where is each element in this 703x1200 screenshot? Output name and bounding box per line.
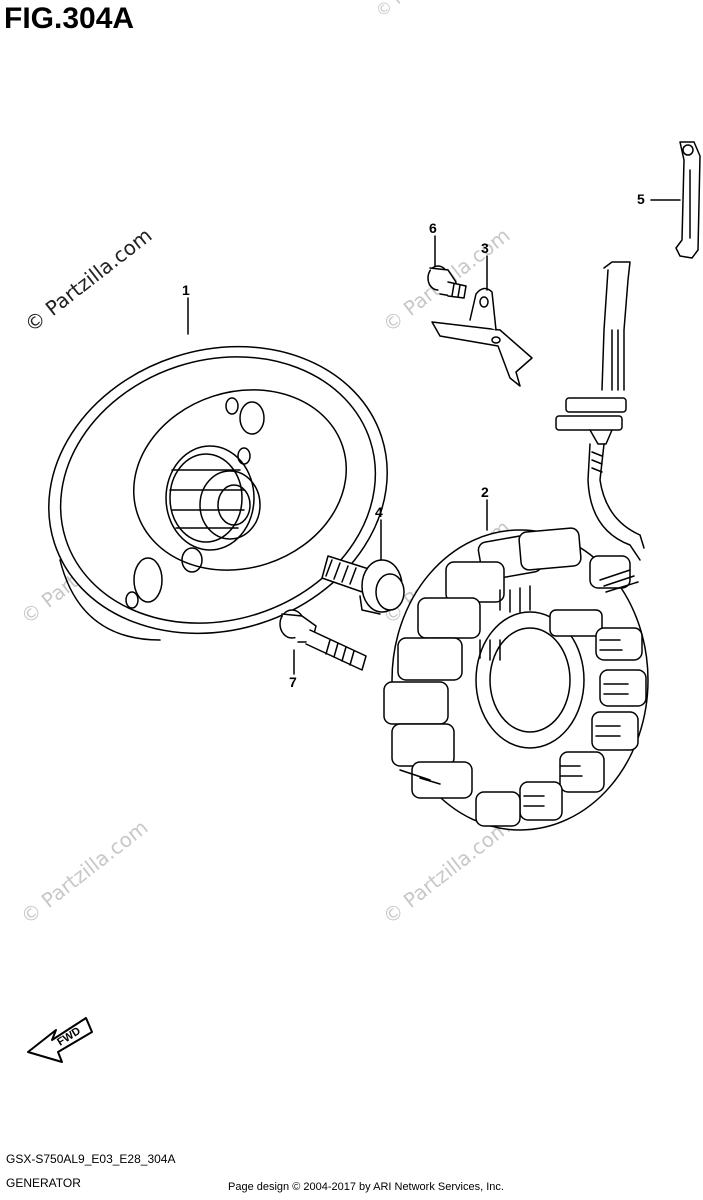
callout-7: 7 (289, 674, 297, 690)
section-name: GENERATOR (6, 1176, 81, 1190)
rotor-bolt-part[interactable] (321, 555, 405, 615)
callout-2: 2 (481, 484, 489, 500)
callout-1: 1 (182, 282, 190, 298)
diagram-code: GSX-S750AL9_E03_E28_304A (6, 1152, 176, 1166)
small-screw-part[interactable] (427, 265, 467, 299)
stator-part[interactable] (383, 527, 649, 831)
clamp-bracket-part[interactable] (431, 287, 533, 387)
wire-harness[interactable] (555, 261, 645, 593)
callout-3: 3 (481, 240, 489, 256)
figure-title: FIG.304A (4, 2, 135, 35)
stator-bolt-part[interactable] (279, 609, 367, 671)
callout-6: 6 (429, 220, 437, 236)
fwd-arrow (27, 1017, 93, 1063)
callout-5: 5 (637, 191, 645, 207)
copyright-footer: Page design © 2004-2017 by ARI Network S… (228, 1181, 504, 1193)
callout-4: 4 (375, 504, 383, 520)
rotor-part[interactable] (11, 304, 425, 677)
wire-clip-part[interactable] (675, 141, 701, 259)
